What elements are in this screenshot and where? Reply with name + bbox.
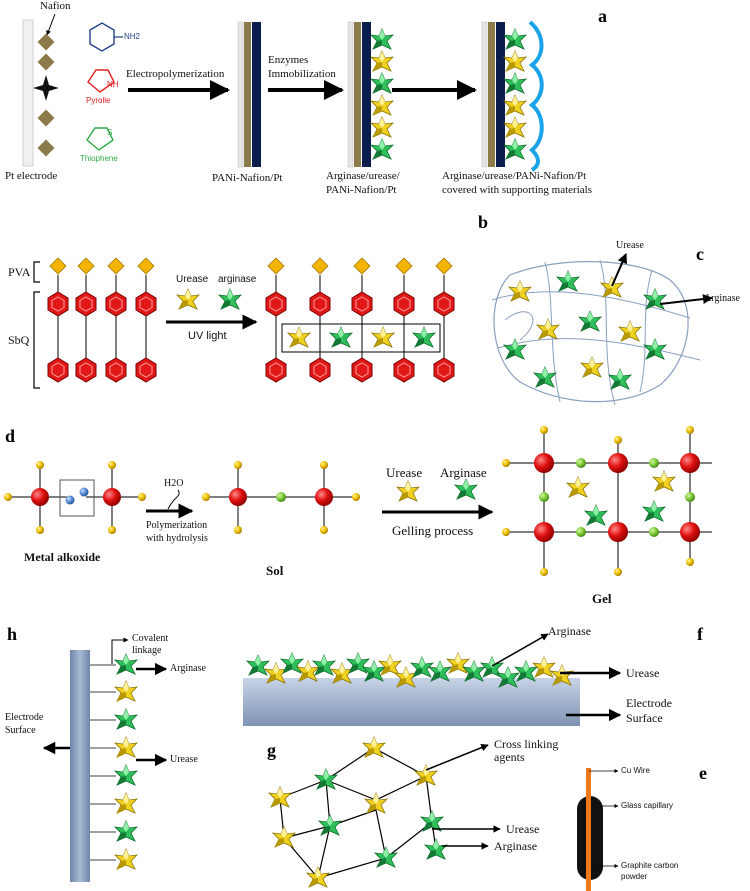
panel-letter-e: e: [699, 763, 707, 783]
f-electrode-label-1: Electrode: [626, 696, 672, 710]
polymerization-label-1: Polymerization: [146, 520, 208, 531]
supporting-material: [528, 20, 544, 172]
stage3-label-1: Arginase/urease/PANi-Nafion/Pt: [442, 170, 587, 182]
pyrolle-label: Pyrolle: [86, 96, 111, 105]
thiophene-label: Thiophene: [80, 154, 118, 163]
h-urease-label: Urease: [170, 754, 198, 765]
panel-b-graphics: [33, 257, 455, 389]
panel-d-graphics: [4, 426, 712, 576]
sbq-chains-right: [265, 257, 455, 383]
g-urease-label: Urease: [506, 822, 540, 836]
monomer-star: [33, 75, 59, 101]
panel-letter-g: g: [267, 740, 276, 760]
b-urease-label: Urease: [176, 274, 209, 285]
f-urease-label: Urease: [626, 666, 660, 680]
panel-c-graphics: [491, 253, 713, 406]
stage1-layers: [237, 21, 261, 168]
nh2-label: NH2: [124, 32, 141, 41]
metal-alkoxide: [4, 461, 146, 534]
panel-letter-c: c: [696, 244, 704, 264]
panel-letter-a: a: [598, 6, 607, 26]
covalent-label-1: Covalent: [132, 633, 169, 644]
stage2-layers: [347, 21, 394, 168]
panel-letter-b: b: [478, 212, 489, 232]
uv-label: UV light: [188, 330, 227, 342]
enzymes-label: Enzymes: [268, 54, 309, 66]
f-arginase-label: Arginase: [548, 624, 592, 638]
pyrrole-ring: [87, 69, 115, 93]
covalent-label-2: linkage: [132, 645, 162, 656]
d-arginase-label: Arginase: [440, 465, 487, 480]
panel-letter-f: f: [697, 624, 703, 644]
gel-network: [502, 426, 712, 576]
h-electrode-label-1: Electrode: [5, 712, 44, 723]
immobilization-label: Immobilization: [268, 68, 336, 80]
gel-label: Gel: [592, 591, 612, 606]
stage3-layers: [481, 20, 544, 172]
stage3-label-2: covered with supporting materials: [442, 184, 592, 196]
stage1-label: PANi-Nafion/Pt: [212, 172, 283, 184]
b-arginase-label: arginase: [218, 274, 257, 285]
electropolymerization-label: Electropolymerization: [126, 68, 225, 80]
polymerization-label-2: with hydrolysis: [146, 533, 208, 544]
pt-electrode-bar: [22, 19, 34, 167]
sbq-chains-left: [47, 257, 157, 383]
graphite-label-1: Graphite carbon: [621, 861, 679, 870]
c-urease-arrow: [611, 253, 627, 287]
h-electrode-label-2: Surface: [5, 725, 36, 736]
s-label: S: [107, 128, 113, 137]
panel-e-graphics: [577, 768, 619, 891]
pt-electrode-label: Pt electrode: [5, 170, 58, 182]
nafion-label: Nafion: [40, 0, 71, 12]
pva-label: PVA: [8, 265, 31, 279]
gelling-label: Gelling process: [392, 523, 474, 538]
d-urease-label: Urease: [386, 465, 423, 480]
c-urease-label: Urease: [616, 240, 644, 251]
stage2-label-1: Arginase/urease/: [326, 170, 400, 182]
sol-label: Sol: [266, 563, 284, 578]
cu-wire-label: Cu Wire: [621, 766, 650, 775]
c-arginase-arrow: [659, 294, 713, 305]
thiophene-ring: [86, 127, 114, 151]
h-electrode-rod: [70, 650, 90, 882]
sbq-label: SbQ: [8, 333, 30, 347]
nafion-arrow: [46, 13, 56, 36]
h-arginase-label: Arginase: [170, 663, 206, 674]
panel-h-graphics: [42, 637, 168, 882]
stage2-label-2: PANi-Nafion/Pt: [326, 184, 397, 196]
panel-letter-d: d: [5, 426, 16, 446]
sol-structure: [202, 461, 360, 534]
glass-capillary-label: Glass capillary: [621, 801, 674, 810]
g-arginase-label: Arginase: [494, 839, 538, 853]
f-electrode-surface: [243, 678, 580, 726]
nh-label: NH: [107, 80, 119, 89]
panel-a-graphics: [22, 13, 544, 172]
cross-linking-label-1: Cross linking: [494, 737, 559, 751]
panel-letter-h: h: [7, 624, 18, 644]
cu-wire: [586, 768, 591, 891]
panel-f-graphics: [243, 633, 622, 726]
aniline-ring: [89, 22, 115, 52]
f-electrode-label-2: Surface: [626, 711, 663, 725]
graphite-label-2: powder: [621, 872, 648, 881]
c-arginase-label: Arginase: [704, 293, 740, 304]
metal-alkoxide-label: Metal alkoxide: [24, 550, 101, 564]
panel-g-graphics: [268, 736, 501, 888]
h-enzymes: [90, 653, 138, 870]
h2o-label: H2O: [164, 478, 184, 489]
cross-linking-label-2: agents: [494, 750, 525, 764]
